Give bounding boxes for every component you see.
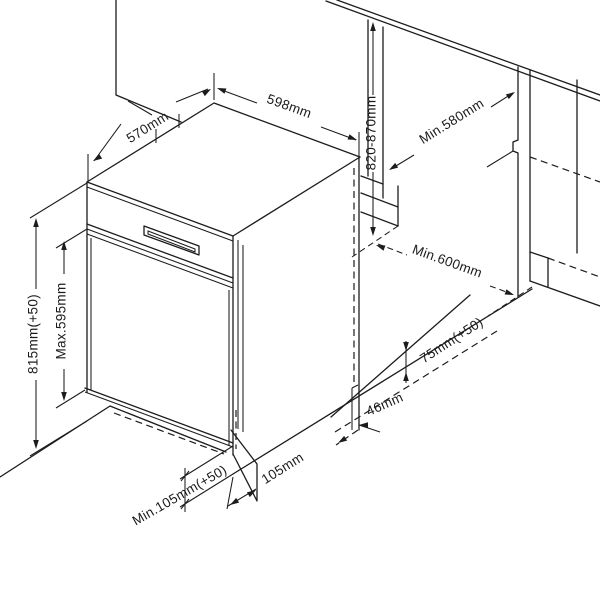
arrowhead [93,153,103,161]
arrowhead [33,218,39,227]
dimension-arrowheads [33,22,515,505]
left-wall-cabinet [115,0,182,123]
plinth-and-floor [0,288,533,502]
arrowhead [403,342,409,351]
dim-label-niche-depth: Min.580mm [416,95,486,147]
dishwasher-handle [143,225,200,256]
arrowhead [370,227,376,236]
adjacent-cabinet [529,79,600,307]
dim-label-rear-gap: 46mm [364,389,405,418]
dim-label-niche-height: 820-870mm [364,96,379,171]
arrowhead [359,422,368,428]
arrowhead [347,134,357,140]
countertop [325,0,600,102]
arrowhead [504,289,514,295]
dim-label-appliance-height: 815mm(+50) [26,294,41,374]
arrowhead [61,241,67,250]
arrowhead [217,88,227,94]
dim-label-plinth-depth: 105mm [259,450,306,487]
arrowhead [246,490,256,498]
dishwasher-outline [84,102,361,456]
arrowhead [61,392,67,401]
dim-label-plinth-height: Min.105mm(+50) [130,462,230,528]
arrowhead [505,92,515,100]
arrowhead [370,22,376,31]
arrowhead [338,435,348,443]
arrowhead [389,162,399,170]
extension-lines [29,73,533,510]
niche-right-side-panel [486,66,531,298]
niche-left-side-panel [360,19,399,227]
arrowhead [403,372,409,381]
dim-label-door-panel-height: Max.595mm [54,283,69,360]
arrowhead [33,440,39,449]
arrowhead [201,89,211,97]
dim-label-top-width: 598mm [265,91,314,121]
dim-label-top-depth: 570mm [124,109,171,146]
dim-label-plinth-clearance: 75mm(+50) [417,314,486,366]
dim-label-niche-width: Min.600mm [410,242,484,281]
arrowhead [230,497,240,505]
arrowhead [376,245,386,251]
